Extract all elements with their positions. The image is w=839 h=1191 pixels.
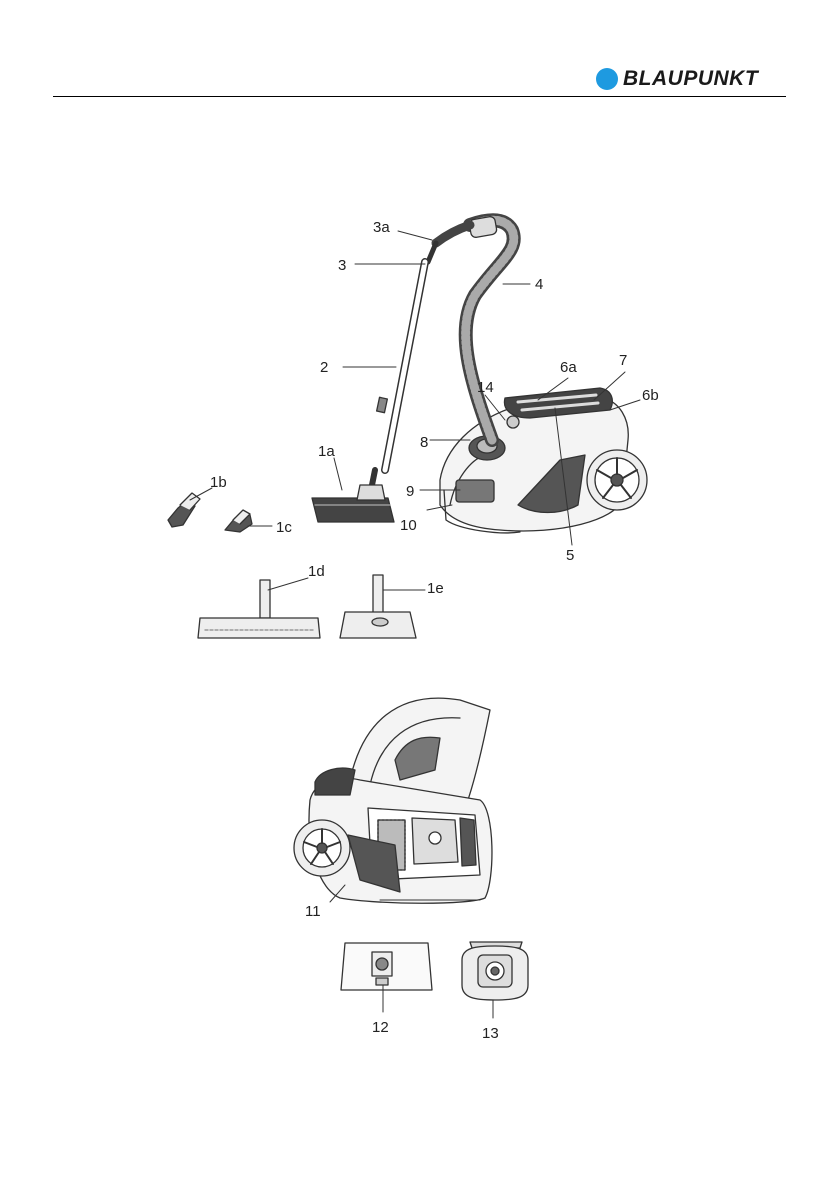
hose — [436, 216, 514, 440]
filter-13 — [462, 942, 528, 1000]
vacuum-body-front — [440, 388, 647, 533]
label-2: 2 — [320, 359, 328, 376]
label-6b: 6b — [642, 387, 659, 404]
label-1b: 1b — [210, 474, 227, 491]
vacuum-body-open — [294, 698, 492, 903]
label-6a: 6a — [560, 359, 577, 376]
label-3: 3 — [338, 257, 346, 274]
parquet-brush-1d — [198, 580, 320, 638]
crevice-tool-1c — [225, 510, 252, 532]
turbo-brush-1e — [340, 575, 416, 638]
label-11: 11 — [305, 903, 321, 920]
label-1a: 1a — [318, 443, 335, 460]
floor-nozzle-1a — [312, 470, 394, 522]
label-12: 12 — [372, 1019, 389, 1036]
label-3a: 3a — [373, 219, 390, 236]
label-5: 5 — [566, 547, 574, 564]
label-1c: 1c — [276, 519, 292, 536]
label-14: 14 — [477, 379, 494, 396]
label-1e: 1e — [427, 580, 444, 597]
dusting-brush-1b — [168, 493, 200, 527]
label-10: 10 — [400, 517, 417, 534]
dust-bag-12 — [341, 943, 432, 990]
label-13: 13 — [482, 1025, 499, 1042]
label-1d: 1d — [308, 563, 325, 580]
label-7: 7 — [619, 352, 627, 369]
label-8: 8 — [420, 434, 428, 451]
label-4: 4 — [535, 276, 543, 293]
label-9: 9 — [406, 483, 414, 500]
